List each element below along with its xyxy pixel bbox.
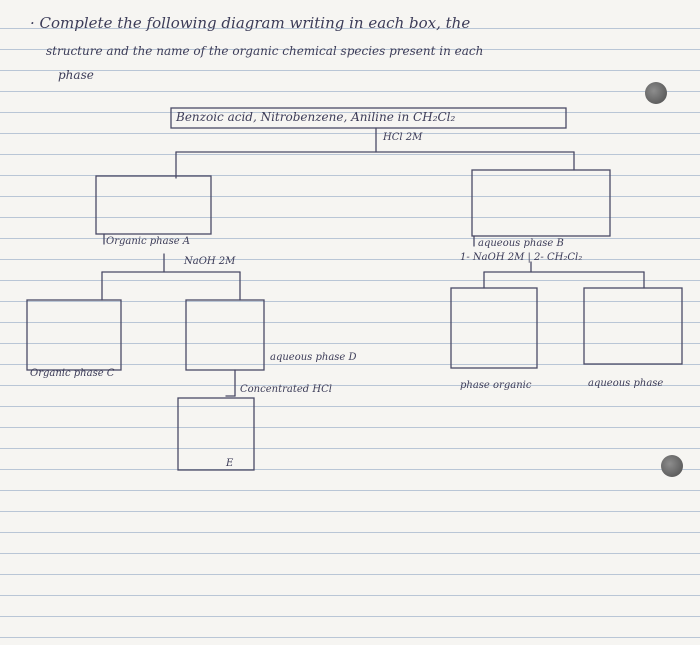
instruction-line-1: · Complete the following diagram writing…	[30, 14, 471, 32]
instruction-line-2: structure and the name of the organic ch…	[46, 44, 484, 58]
mixture-label: Benzoic acid, Nitrobenzene, Aniline in C…	[176, 110, 456, 124]
phase-organic-box	[450, 287, 538, 369]
e-box	[177, 397, 255, 471]
organic-phase-c-box	[26, 299, 122, 371]
aqueous-phase-b-label: aqueous phase B	[478, 238, 564, 249]
organic-phase-a-label: Organic phase A	[106, 236, 191, 247]
hcl-reagent-label: HCl 2M	[383, 132, 423, 143]
naoh-reagent-label: NaOH 2M	[184, 256, 236, 267]
organic-phase-c-label: Organic phase C	[30, 368, 115, 379]
aqueous-phase-d-label: aqueous phase D	[270, 352, 357, 363]
punch-hole-bottom	[661, 455, 683, 477]
aqueous-phase-label: aqueous phase	[588, 378, 664, 389]
organic-phase-a-box	[95, 175, 212, 235]
aqueous-phase-b-box	[471, 169, 611, 237]
e-box-label: E	[226, 458, 234, 469]
concentrated-hcl-label: Concentrated HCl	[240, 384, 332, 395]
instruction-line-3: phase	[58, 68, 94, 82]
phase-organic-label: phase organic	[460, 380, 532, 391]
mixture-box	[170, 107, 567, 129]
b-reagent-label: 1- NaOH 2M | 2- CH₂Cl₂	[460, 252, 583, 263]
punch-hole-top	[645, 82, 667, 104]
aqueous-phase-d-box	[185, 299, 265, 371]
aqueous-phase-box	[583, 287, 683, 365]
